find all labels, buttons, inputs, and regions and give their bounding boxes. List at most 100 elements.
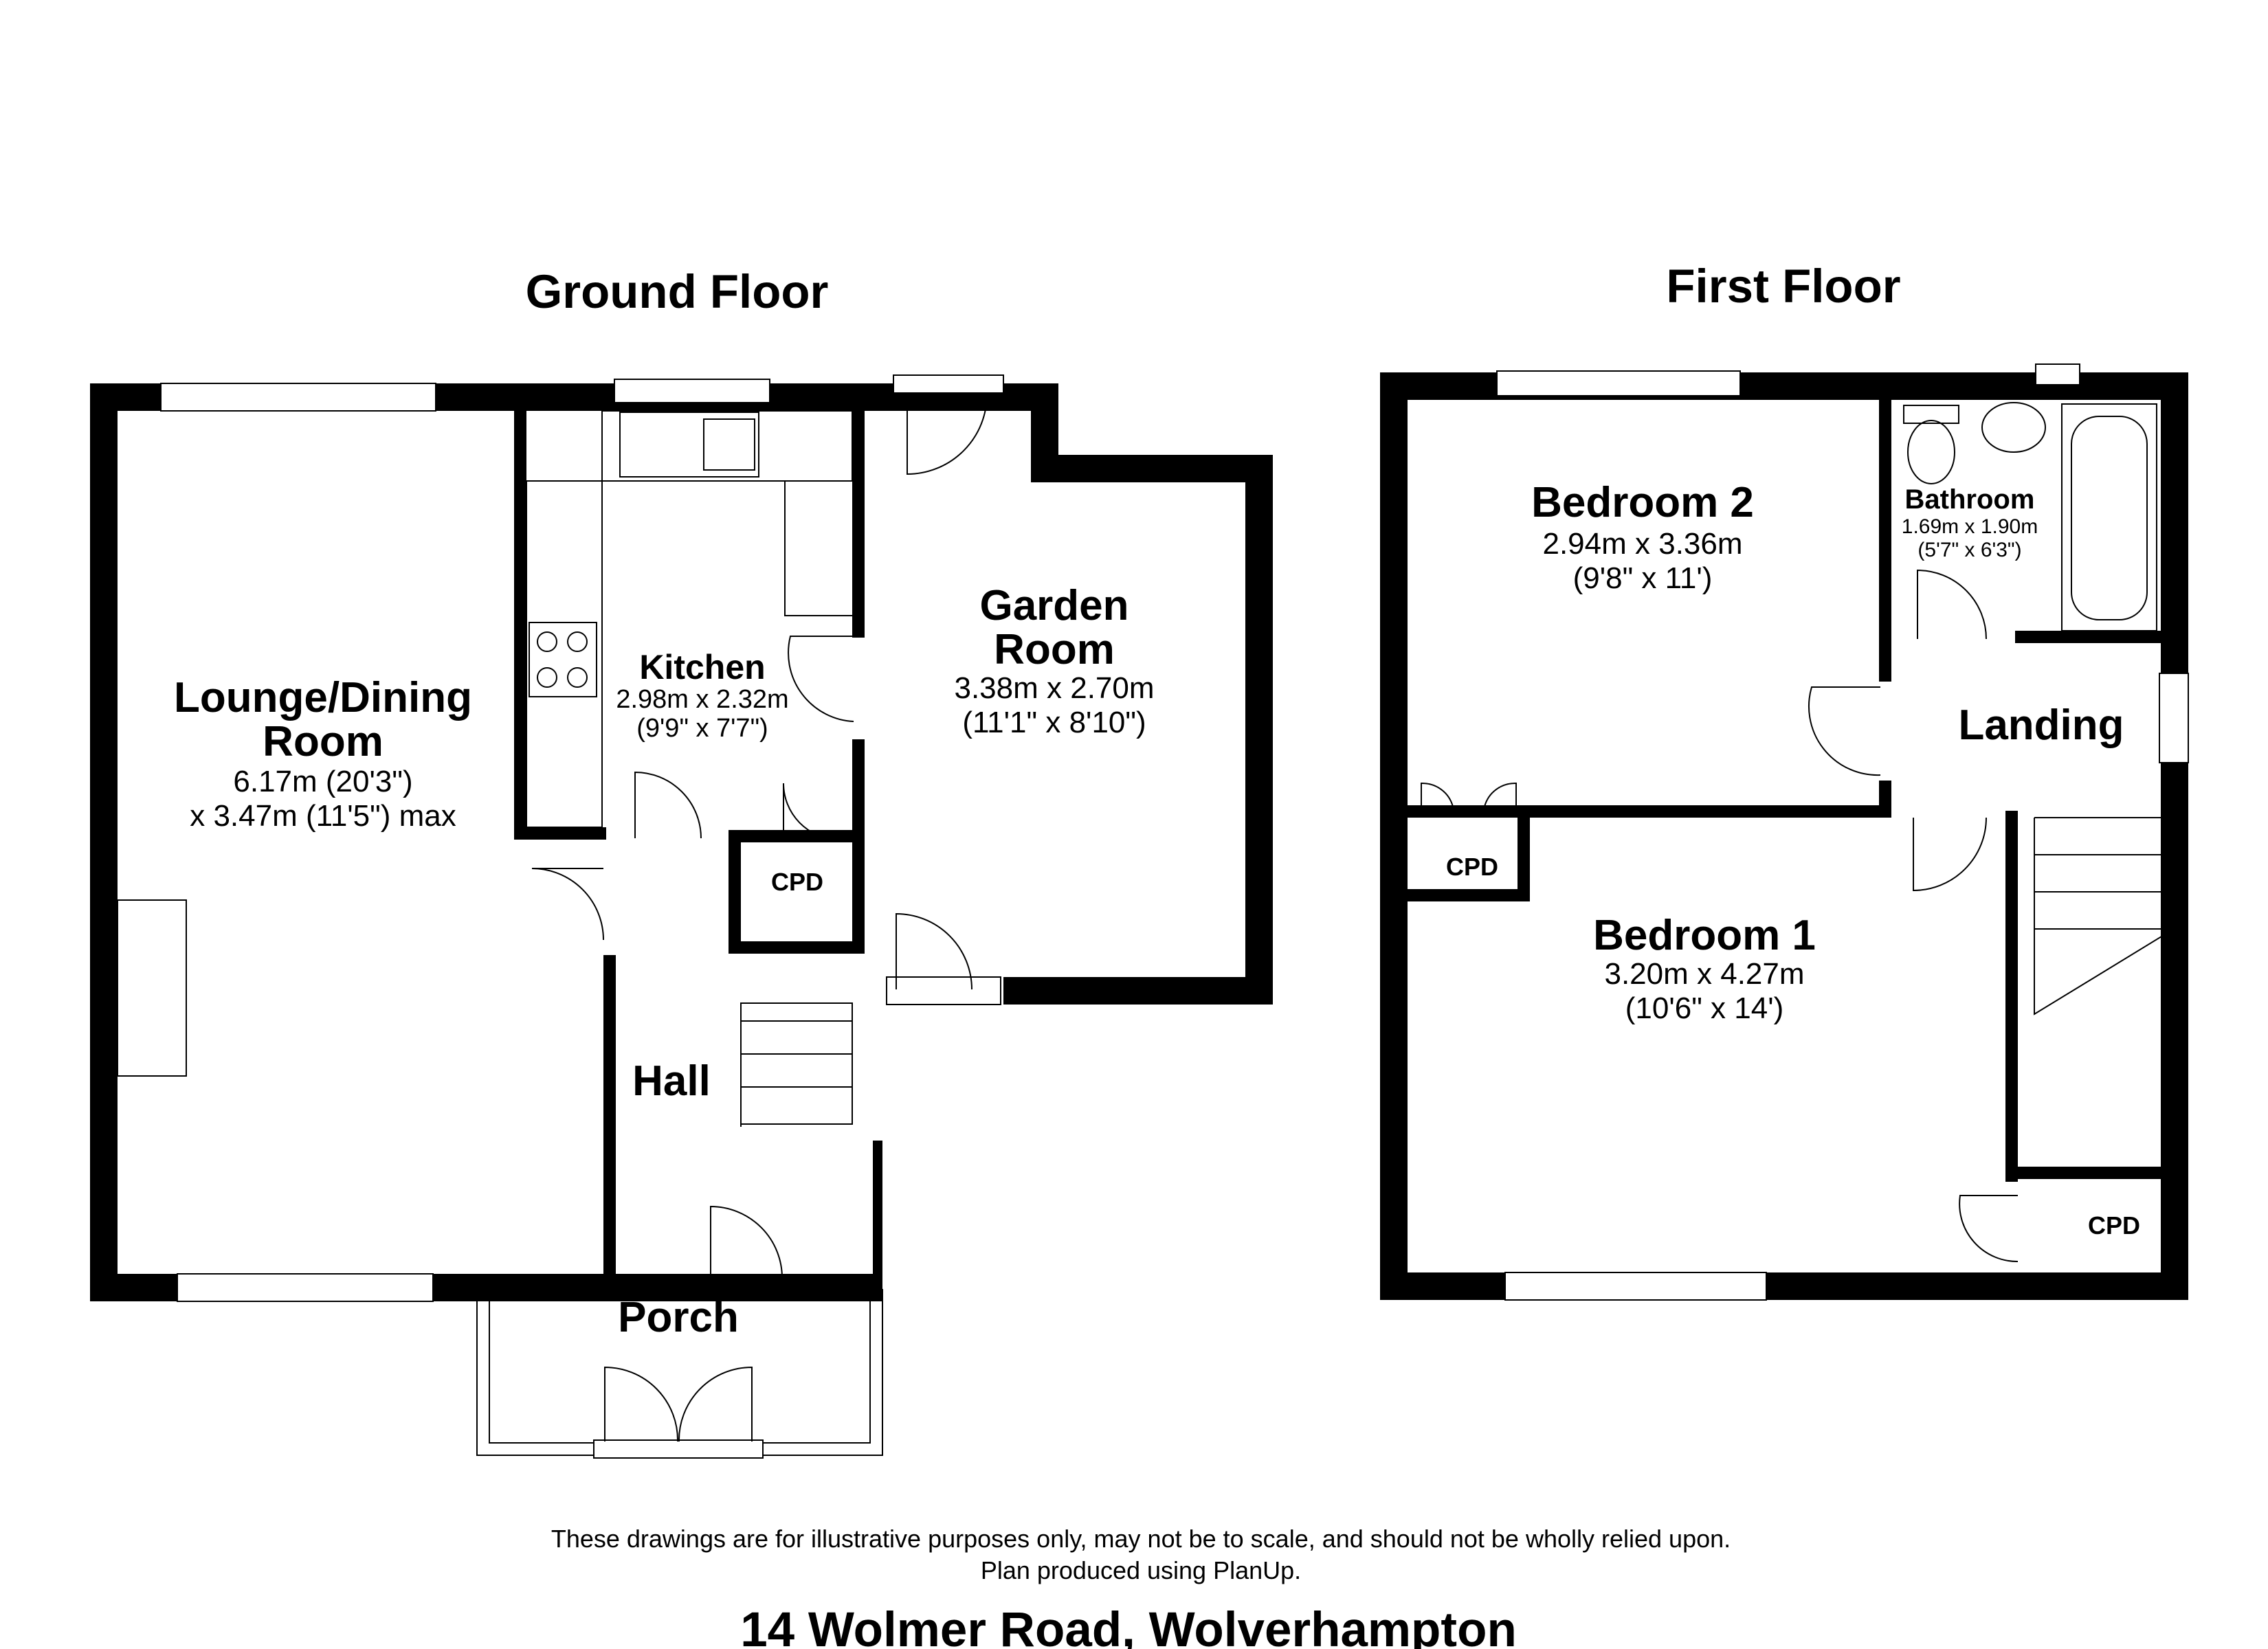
window: [177, 1273, 434, 1302]
first-wall: [2005, 1167, 2161, 1179]
first-stairs: [2034, 817, 2166, 1016]
garden-room-dimensions: (11'1" x 8'10"): [962, 706, 1146, 739]
disclaimer-text: Plan produced using PlanUp.: [981, 1556, 1301, 1584]
porch-door-frame: [593, 1439, 764, 1459]
ground-wall: [1003, 977, 1273, 1005]
window: [160, 383, 436, 412]
door-swing: [710, 1205, 783, 1279]
first-wall: [1879, 400, 1891, 682]
property-address: 14 Wolmer Road, Wolverhampton: [740, 1603, 1517, 1649]
ground-wall: [729, 941, 865, 954]
ground-wall: [514, 411, 526, 840]
first-floor-title: First Floor: [1666, 260, 1900, 313]
door-swing: [1421, 782, 1454, 807]
door-swing: [907, 394, 988, 475]
first-floor-plan: [1380, 363, 2189, 1301]
bathroom-dimensions: (5'7" x 6'3"): [1917, 539, 2021, 561]
door-swing: [788, 636, 854, 722]
garden-room-name: Room: [994, 626, 1115, 673]
hob-ring: [567, 667, 588, 688]
bedroom2-dimensions: (9'8" x 11'): [1573, 561, 1713, 595]
hob-ring: [567, 631, 588, 652]
lounge-name: Room: [263, 718, 383, 765]
disclaimer-text: These drawings are for illustrative purp…: [551, 1525, 1731, 1553]
garden-room-dimensions: 3.38m x 2.70m: [954, 671, 1154, 705]
toilet-cistern: [1903, 405, 1959, 424]
first-wall: [2005, 811, 2018, 1182]
first-wall: [1517, 805, 1530, 889]
bedroom1-dimensions: (10'6" x 14'): [1625, 991, 1784, 1025]
bedroom2-name: Bedroom 2: [1531, 479, 1754, 526]
garden-room-name: Garden: [979, 582, 1129, 629]
kitchen-dimensions: (9'9" x 7'7"): [636, 714, 768, 743]
hob-ring: [537, 631, 557, 652]
basin: [1981, 402, 2046, 453]
bathroom-name: Bathroom: [1905, 484, 2035, 515]
kitchen-worktop: [526, 480, 603, 828]
ground-wall: [514, 827, 606, 840]
ground-wall: [90, 383, 118, 1301]
ground-wall: [852, 411, 865, 638]
window: [2035, 363, 2080, 385]
hob-ring: [537, 667, 557, 688]
first-wall: [1408, 889, 1530, 901]
window: [1496, 370, 1741, 396]
kitchen-worktop: [602, 480, 852, 616]
window: [1504, 1272, 1767, 1301]
first-wall: [1380, 372, 1408, 1300]
first-cupboard-right-label: CPD: [2088, 1211, 2140, 1239]
window: [614, 379, 770, 403]
hob: [529, 622, 597, 697]
first-wall: [1879, 781, 1891, 818]
ground-cupboard-label: CPD: [771, 868, 823, 896]
ground-wall: [873, 1141, 882, 1301]
window: [2159, 673, 2189, 763]
porch-door-swing: [604, 1366, 679, 1442]
door-swing: [896, 912, 972, 990]
ground-stairs: [740, 1002, 853, 1127]
first-wall: [1408, 805, 1879, 818]
door-swing: [1808, 686, 1881, 776]
first-wall: [1380, 1272, 2188, 1300]
first-cupboard-left-label: CPD: [1446, 853, 1498, 881]
porch-outline: [489, 1289, 597, 1444]
bath: [2061, 403, 2157, 631]
ground-wall: [603, 955, 616, 1274]
door-swing: [1484, 782, 1517, 807]
ground-wall: [729, 830, 741, 954]
sink: [619, 412, 759, 478]
kitchen-dimensions: 2.98m x 2.32m: [616, 685, 788, 714]
porch-outline: [763, 1289, 883, 1456]
hall-name: Hall: [632, 1057, 711, 1105]
lounge-dimensions: 6.17m (20'3"): [233, 765, 412, 798]
ground-floor-title: Ground Floor: [526, 265, 829, 318]
ground-wall: [729, 830, 865, 842]
lounge-dimensions: x 3.47m (11'5") max: [190, 799, 456, 833]
window: [886, 976, 1001, 1005]
window: [893, 374, 1004, 394]
ground-wall: [1031, 455, 1273, 482]
ground-floor-plan: [90, 374, 1273, 1459]
door-swing: [1917, 569, 1987, 640]
door-swing: [1913, 817, 1987, 892]
landing-name: Landing: [1958, 702, 2124, 749]
toilet: [1907, 420, 1955, 484]
porch-door-swing: [678, 1366, 753, 1442]
ground-wall: [1031, 383, 1058, 462]
door-swing: [531, 868, 604, 941]
porch-outline: [476, 1289, 594, 1456]
door-swing: [1959, 1195, 2019, 1263]
sink-bowl: [703, 418, 755, 471]
lounge-name: Lounge/Dining: [174, 674, 472, 721]
porch-name: Porch: [618, 1294, 739, 1341]
first-wall: [2015, 631, 2161, 643]
kitchen-name: Kitchen: [639, 648, 765, 686]
ground-wall: [1245, 455, 1273, 1005]
bedroom1-name: Bedroom 1: [1593, 912, 1816, 959]
bedroom2-dimensions: 2.94m x 3.36m: [1542, 527, 1742, 561]
bath-inner: [2071, 416, 2148, 620]
door-swing: [783, 783, 839, 840]
porch-outline: [763, 1289, 871, 1444]
door-swing: [634, 771, 702, 839]
